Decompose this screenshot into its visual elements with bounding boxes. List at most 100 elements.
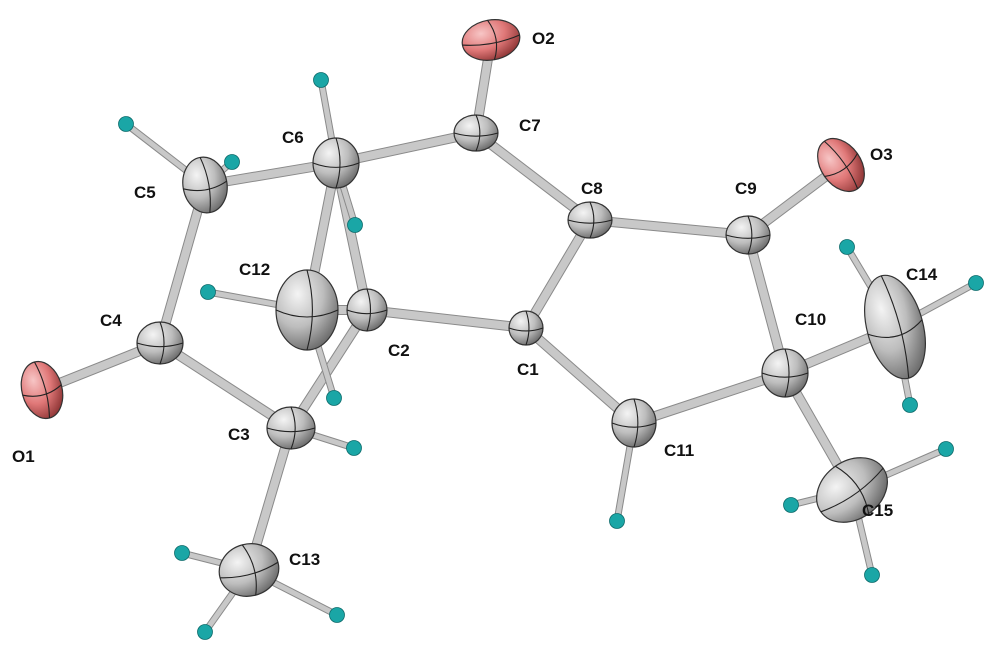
atom-O1	[20, 360, 64, 420]
bond-C2-C3	[287, 306, 371, 432]
atom-O1-ellipsoid	[20, 360, 64, 420]
atom-C7-principal-axis-a	[453, 132, 499, 137]
atom-C6-principal-axis-b	[335, 137, 341, 189]
label-C2: C2	[388, 341, 410, 360]
label-C14: C14	[906, 265, 938, 284]
label-C9: C9	[735, 179, 757, 198]
atom-O3-principal-axis-a	[824, 153, 858, 178]
label-O2: O2	[532, 29, 555, 48]
atom-C15	[816, 457, 888, 523]
atom-C8	[567, 201, 613, 239]
atom-C6	[312, 137, 360, 189]
atom-C10-principal-axis-b	[784, 348, 790, 398]
hydrogen-atom-h13c	[329, 607, 345, 623]
label-C15: C15	[862, 501, 893, 520]
atom-labels: O1 O2 O3 C1 C2 C3 C4 C5 C6 C7 C8 C9 C10 …	[12, 29, 938, 569]
atom-C9-ellipsoid	[725, 215, 771, 255]
atom-O2-principal-axis-b	[487, 19, 498, 60]
label-O3: O3	[870, 145, 893, 164]
atom-C5	[182, 156, 228, 214]
atom-O3	[817, 138, 865, 192]
bond-C11-C1	[522, 324, 638, 427]
atom-C7-principal-axis-b	[475, 114, 481, 152]
label-C3: C3	[228, 425, 250, 444]
atom-O2	[461, 19, 521, 61]
label-C10: C10	[795, 310, 826, 329]
bond-C10-C11	[630, 369, 789, 427]
label-O1: O1	[12, 447, 35, 466]
hydrogen-atom-h13b	[197, 624, 213, 640]
atom-O1-principal-axis-b	[34, 361, 51, 419]
atom-C12-ellipsoid	[275, 269, 339, 351]
hydrogen-atom-h13a	[174, 545, 190, 561]
atom-C8-ellipsoid	[567, 201, 613, 239]
atom-C1-principal-axis-a	[508, 327, 544, 332]
bond-C1-C2	[363, 306, 530, 332]
atom-C9-principal-axis-b	[747, 215, 753, 255]
atom-C9-principal-axis-a	[725, 234, 771, 239]
atom-C8-principal-axis-b	[589, 201, 595, 239]
atom-C11-ellipsoid	[611, 398, 657, 448]
atom-C3-ellipsoid	[266, 406, 316, 450]
hydrogen-atom-h2	[347, 217, 363, 233]
bond-C7-C8	[472, 129, 594, 224]
hydrogen-atom-h12	[200, 284, 216, 300]
hydrogen-atom-h15a	[938, 441, 954, 457]
atom-C5-ellipsoid	[182, 156, 228, 214]
hydrogen-atom-h14c	[902, 397, 918, 413]
atom-C8-principal-axis-a	[567, 219, 613, 224]
atom-C2-principal-axis-a	[346, 309, 388, 315]
atom-C12-principal-axis-b	[306, 269, 313, 351]
hydrogen-atom-h3a	[326, 390, 342, 406]
atom-C4-principal-axis-a	[136, 342, 184, 348]
atom-C14-principal-axis-b	[880, 275, 910, 379]
atom-C15-ellipsoid	[816, 457, 888, 523]
atom-C4-principal-axis-b	[159, 321, 165, 365]
atom-O2-principal-axis-a	[462, 34, 520, 46]
atom-C14	[864, 274, 926, 380]
bond-C8-C9	[586, 216, 752, 239]
atom-C13-principal-axis-b	[241, 544, 257, 596]
atom-O2-ellipsoid	[461, 19, 521, 61]
atom-C11-principal-axis-b	[633, 398, 639, 448]
bond-C4-C3	[156, 339, 295, 432]
label-C4: C4	[100, 311, 122, 330]
atom-C5-principal-axis-b	[199, 157, 211, 213]
hydrogen-atom-h5a	[118, 116, 134, 132]
label-C11: C11	[664, 441, 694, 460]
atom-C11-principal-axis-a	[611, 422, 657, 428]
hydrogen-atom-h5b	[224, 154, 240, 170]
label-C12: C12	[239, 260, 270, 279]
atom-C1-principal-axis-b	[525, 310, 530, 346]
atom-C5-principal-axis-a	[183, 180, 227, 192]
bond-C4-C5	[156, 181, 209, 347]
atom-C15-principal-axis-b	[835, 465, 870, 514]
hydrogen-atom-h15b	[783, 497, 799, 513]
atom-C10-principal-axis-a	[761, 372, 809, 378]
atom-C13	[218, 543, 280, 597]
label-C6: C6	[282, 128, 304, 147]
label-C13: C13	[289, 550, 320, 569]
atom-C3-principal-axis-a	[266, 427, 316, 433]
atom-C7-ellipsoid	[453, 114, 499, 152]
atom-C13-principal-axis-a	[220, 561, 279, 579]
atom-C10-ellipsoid	[761, 348, 809, 398]
atom-C12-principal-axis-a	[275, 309, 339, 318]
atom-C4-ellipsoid	[136, 321, 184, 365]
atom-C6-ellipsoid	[312, 137, 360, 189]
atom-C2-ellipsoid	[346, 288, 388, 332]
hydrogen-atom-h3b	[346, 440, 362, 456]
hydrogen-atom-h15c	[864, 567, 880, 583]
atom-C7	[453, 114, 499, 152]
atom-C3	[266, 406, 316, 450]
label-C5: C5	[134, 183, 156, 202]
atom-C10	[761, 348, 809, 398]
atom-C1-ellipsoid	[508, 310, 544, 346]
atom-C9	[725, 215, 771, 255]
atom-C4	[136, 321, 184, 365]
bond-C6-C7	[332, 129, 480, 167]
heavy-atoms	[20, 19, 926, 597]
atom-C2-principal-axis-b	[366, 288, 372, 332]
label-C7: C7	[519, 116, 541, 135]
